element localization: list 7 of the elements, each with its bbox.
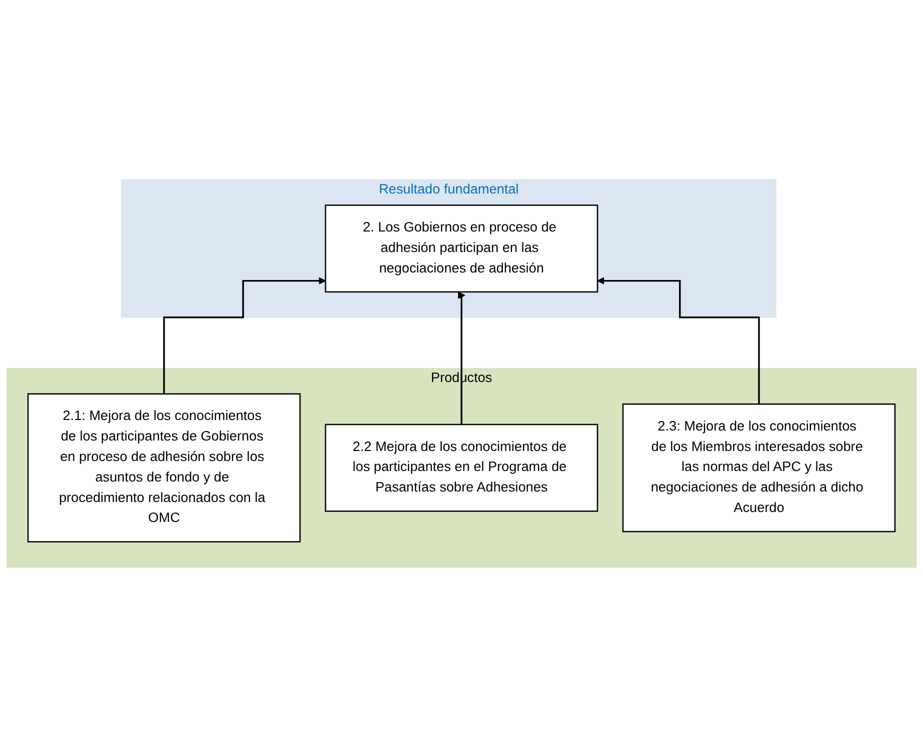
node-box: 2.2 Mejora de los conocimientos de los participantes en el Programa de Pasantías sobre Adhesiones	[324, 424, 598, 512]
arrow	[458, 292, 466, 426]
node-box: 2.3: Mejora de los conocimientos de los Miembros interesados sobre las normas del APC y las negociaciones de adhesión a dicho Acuerdo	[622, 403, 896, 532]
arrow	[597, 277, 760, 405]
node-box: 2. Los Gobiernos en proceso de adhesión participan en las negociaciones de adhesión	[324, 204, 598, 293]
arrow	[163, 277, 326, 395]
node-box: 2.1: Mejora de los conocimientos de los participantes de Gobiernos en proceso de adhesión sobre los asuntos de fondo y de procedimiento relacionados con la OMC	[27, 393, 301, 542]
